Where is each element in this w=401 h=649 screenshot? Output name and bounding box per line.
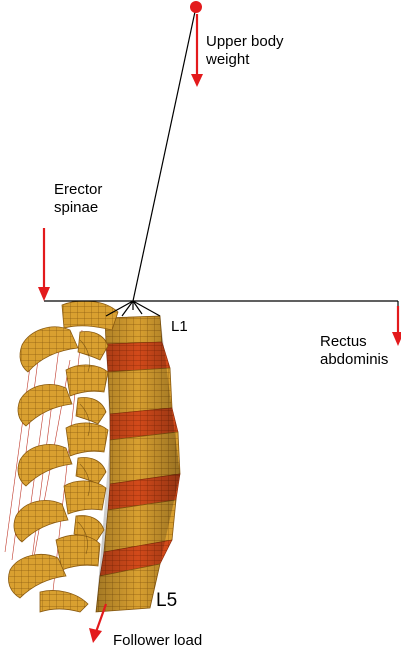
labels: Upper body weight Erector spinae Rectus … [54, 33, 388, 649]
erector-spinae-arrow [38, 228, 50, 301]
label-rectus-abdominis-2: abdominis [320, 351, 388, 368]
vertebral-bodies [95, 315, 181, 613]
lumbar-spine-model [4, 300, 181, 613]
label-upper-body-weight-2: weight [205, 51, 250, 68]
follower-load-arrow [89, 603, 108, 643]
label-l1: L1 [171, 318, 188, 335]
upper-body-weight-line [132, 6, 197, 302]
label-follower-load: Follower load [113, 632, 202, 649]
upper-body-weight-point [190, 1, 202, 13]
label-erector-spinae-2: spinae [54, 199, 98, 216]
lever-lines [44, 6, 399, 317]
upper-body-weight-arrow [191, 14, 203, 87]
label-rectus-abdominis-1: Rectus [320, 333, 367, 350]
rectus-abdominis-arrow [392, 306, 401, 346]
posterior-elements [8, 300, 119, 613]
force-arrows [38, 1, 401, 643]
label-erector-spinae-1: Erector [54, 181, 102, 198]
posterior-shading [77, 339, 90, 555]
label-l5: L5 [156, 590, 177, 611]
label-upper-body-weight-1: Upper body [206, 33, 284, 50]
